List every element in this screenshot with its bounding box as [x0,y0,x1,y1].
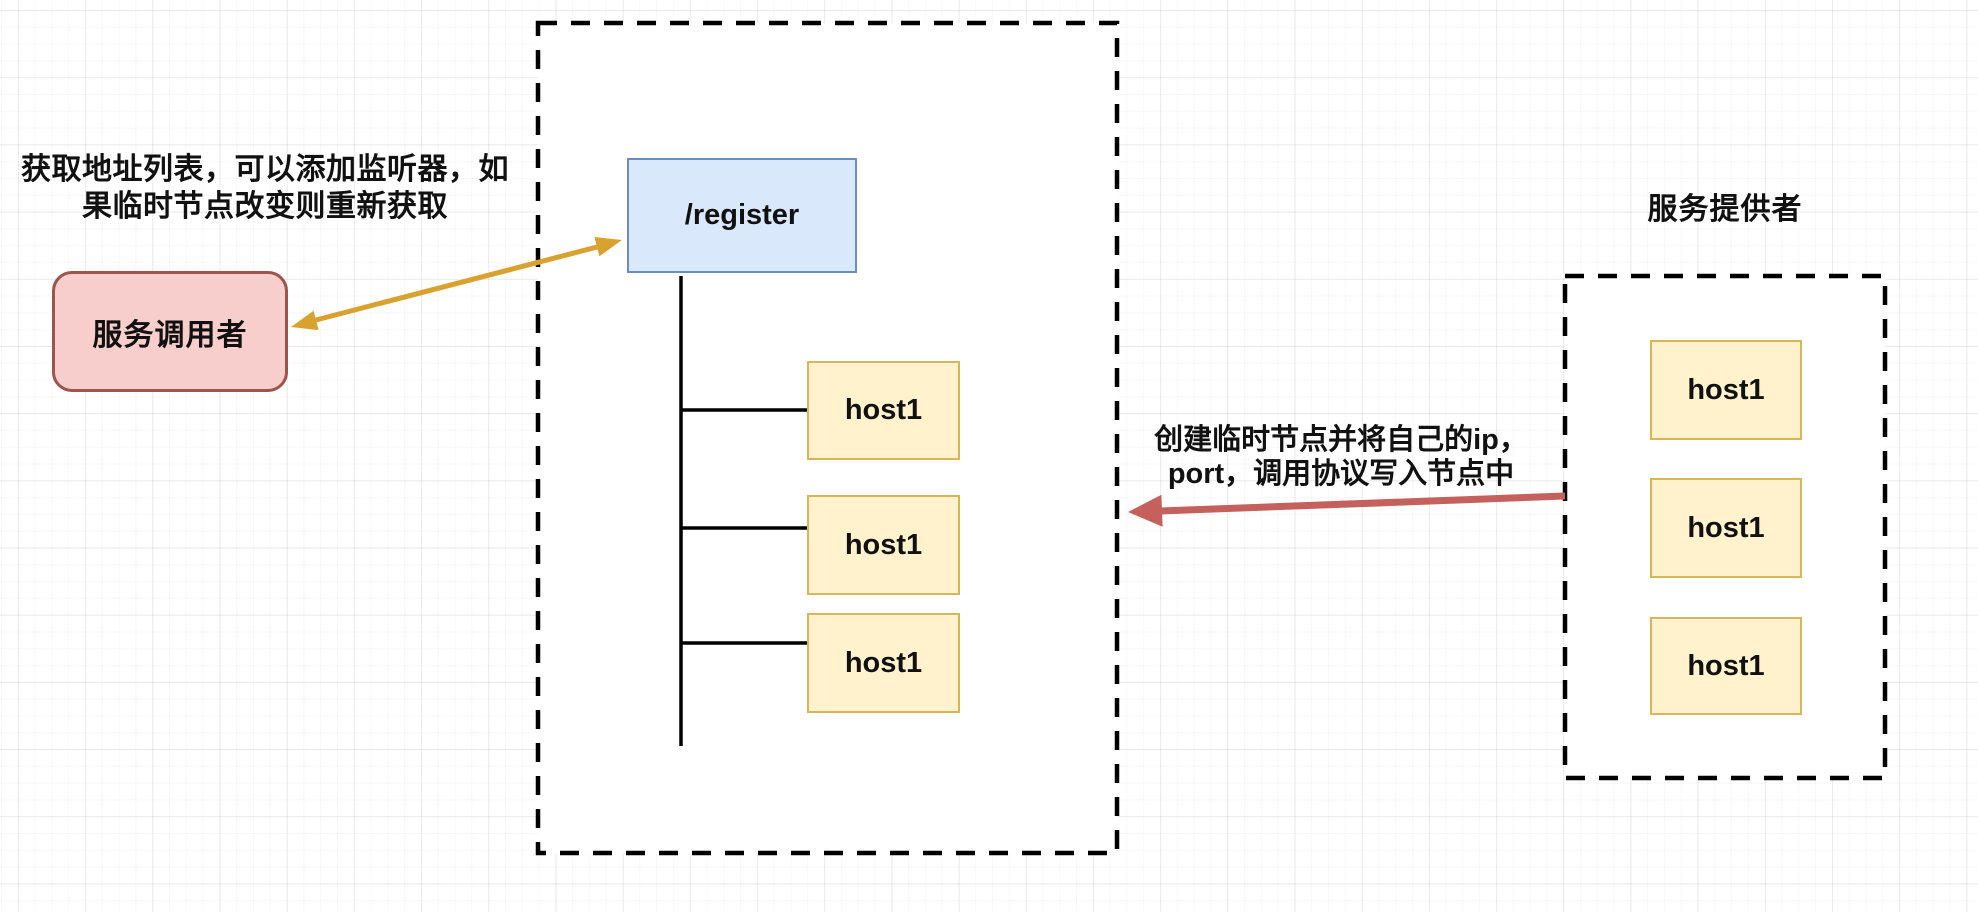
provider-host-node: host1 [1650,617,1802,715]
register-annotation-line2: port，调用协议写入节点中 [1167,458,1515,490]
register-annotation: 创建临时节点并将自己的ip， port，调用协议写入节点中 [1135,423,1547,491]
registry-host-label: host1 [844,394,923,426]
yellow-arrowhead-right-icon [594,237,622,257]
registry-host-label: host1 [844,646,923,679]
red-arrowhead-icon [1128,494,1163,527]
register-root-label: /register [684,199,800,231]
provider-host-node: host1 [1650,478,1802,578]
registry-host-node: host1 [807,495,960,595]
caller-annotation: 获取地址列表，可以添加监听器，如 果临时节点改变则重新获取 [10,151,520,225]
red-arrow-shaft [1159,492,1566,515]
yellow-arrowhead-left-icon [291,310,319,331]
service-caller-node: 服务调用者 [52,271,288,392]
caller-annotation-line1: 获取地址列表，可以添加监听器，如 [21,153,509,186]
provider-host-label: host1 [1687,649,1765,682]
provider-host-label: host1 [1687,511,1765,544]
provider-host-node: host1 [1650,340,1802,440]
register-root-node: /register [627,158,857,273]
registry-host-label: host1 [844,528,923,561]
red-arrow [1128,492,1566,527]
service-caller-label: 服务调用者 [92,318,248,352]
yellow-arrow-shaft [315,244,598,323]
caller-annotation-line2: 果临时节点改变则重新获取 [82,190,448,223]
provider-host-label: host1 [1687,373,1765,406]
provider-title: 服务提供者 [1647,193,1803,226]
registry-host-node: host1 [807,361,960,460]
register-annotation-line1: 创建临时节点并将自己的ip， [1154,424,1528,456]
registry-host-node: host1 [807,613,960,713]
yellow-double-arrow [291,237,622,331]
